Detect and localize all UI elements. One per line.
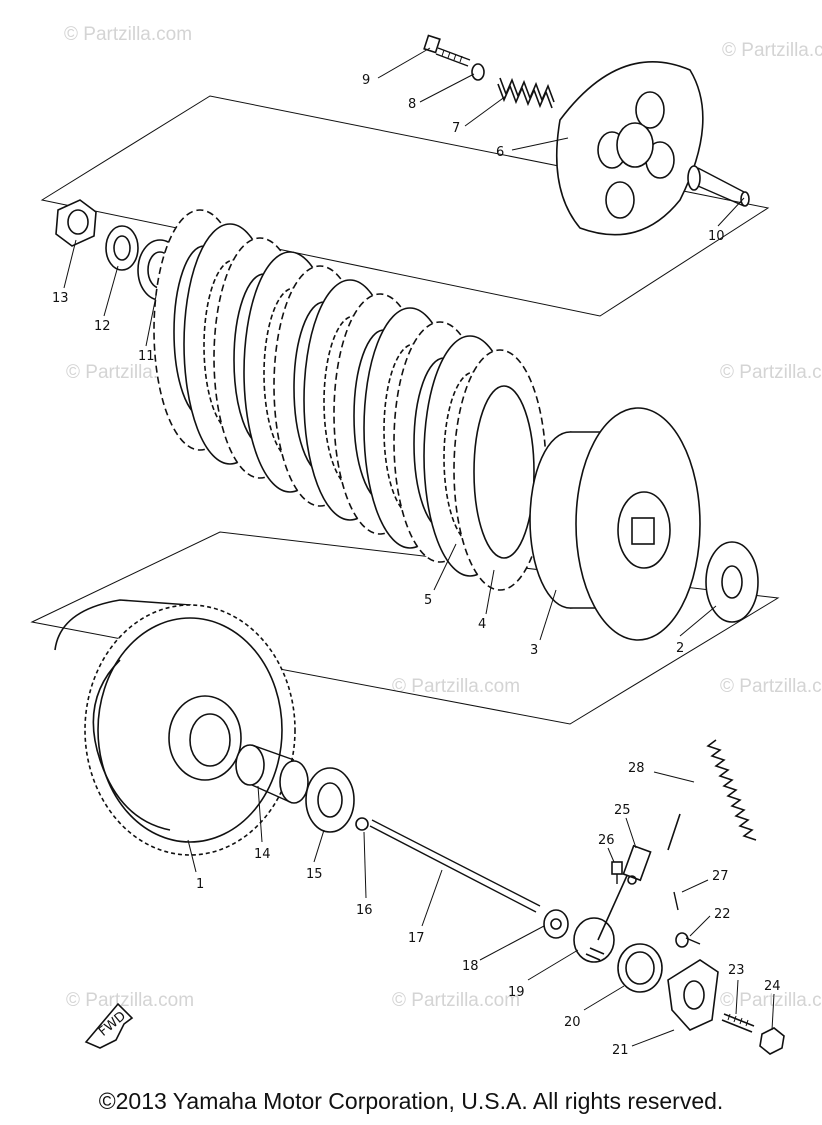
callout-5: 5 bbox=[424, 593, 432, 608]
part-10-push-rod bbox=[687, 165, 750, 207]
part-26-pin bbox=[611, 861, 623, 884]
part-21-bracket bbox=[667, 959, 719, 1031]
callout-12: 12 bbox=[94, 319, 111, 334]
callout-14: 14 bbox=[254, 847, 271, 862]
watermark-text: © Partzilla.com bbox=[66, 990, 194, 1011]
watermarks: © Partzilla.com © Partzilla.com © Partzill… bbox=[64, 24, 822, 1011]
watermark-text: © Partzilla.com bbox=[392, 676, 520, 697]
watermark-text: © Partzilla.com bbox=[64, 24, 192, 45]
part-17-push-rod bbox=[369, 819, 541, 913]
callout-6: 6 bbox=[496, 145, 504, 160]
part-18-seal bbox=[543, 909, 569, 939]
part-15-washer bbox=[305, 767, 355, 833]
callout-7: 7 bbox=[452, 121, 460, 136]
callout-24: 24 bbox=[764, 979, 781, 994]
callout-26: 26 bbox=[598, 833, 615, 848]
lower-assembly-frame bbox=[30, 531, 780, 725]
part-9-bolt bbox=[423, 34, 471, 67]
callout-22: 22 bbox=[714, 907, 731, 922]
callout-10: 10 bbox=[708, 229, 725, 244]
part-1-primary-driven-gear bbox=[54, 599, 296, 856]
callout-17: 17 bbox=[408, 931, 425, 946]
part-2-thrust-washer bbox=[705, 541, 759, 623]
part-7-spring bbox=[497, 77, 555, 109]
watermark-text: © Partzilla.com bbox=[720, 676, 822, 697]
callout-20: 20 bbox=[564, 1015, 581, 1030]
part-13-nut bbox=[55, 199, 97, 247]
part-3-clutch-boss bbox=[529, 407, 701, 641]
callout-27: 27 bbox=[712, 869, 729, 884]
part-25-lever-end bbox=[622, 844, 652, 885]
callout-25: 25 bbox=[614, 803, 631, 818]
part-6-pressure-plate bbox=[555, 61, 704, 236]
callout-8: 8 bbox=[408, 97, 416, 112]
callout-11: 11 bbox=[138, 349, 155, 364]
callout-3: 3 bbox=[530, 643, 538, 658]
callout-13: 13 bbox=[52, 291, 69, 306]
part-23-adjust-screw bbox=[721, 1013, 755, 1033]
watermark-text: © Partzilla.com bbox=[720, 990, 822, 1011]
callout-15: 15 bbox=[306, 867, 323, 882]
part-22-screw bbox=[675, 932, 701, 948]
callout-1: 1 bbox=[196, 877, 204, 892]
clutch-plate-stack bbox=[153, 209, 547, 591]
part-12-washer bbox=[105, 225, 139, 271]
part-24-nut bbox=[759, 1027, 785, 1055]
part-20-cover bbox=[617, 943, 663, 993]
watermark-text: © Partzilla.com bbox=[722, 40, 822, 61]
copyright-notice: ©2013 Yamaha Motor Corporation, U.S.A. A… bbox=[98, 1088, 724, 1114]
watermark-text: © Partzilla.com bbox=[720, 362, 822, 383]
callout-18: 18 bbox=[462, 959, 479, 974]
callout-16: 16 bbox=[356, 903, 373, 918]
part-16-ball bbox=[355, 817, 369, 831]
part-14-sleeve bbox=[235, 744, 309, 804]
callout-4: 4 bbox=[478, 617, 486, 632]
callout-9: 9 bbox=[362, 73, 370, 88]
callout-28: 28 bbox=[628, 761, 645, 776]
callout-2: 2 bbox=[676, 641, 684, 656]
leader-lines bbox=[63, 47, 775, 1047]
callout-labels: 9 8 7 6 10 13 12 11 5 4 3 2 1 14 15 16 1… bbox=[52, 73, 781, 1058]
part-28-return-spring bbox=[667, 739, 757, 851]
watermark-text: © Partzilla.com bbox=[392, 990, 520, 1011]
callout-21: 21 bbox=[612, 1043, 629, 1058]
callout-23: 23 bbox=[728, 963, 745, 978]
callout-19: 19 bbox=[508, 985, 525, 1000]
upper-assembly-frame bbox=[40, 95, 770, 317]
part-8-washer bbox=[471, 63, 485, 81]
part-27-cotter-pin bbox=[673, 891, 679, 911]
